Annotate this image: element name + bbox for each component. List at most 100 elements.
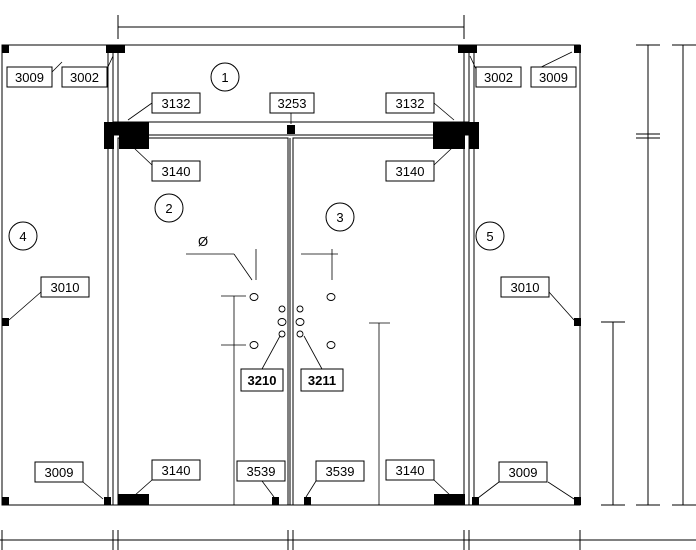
- callout-box: [236, 460, 286, 482]
- callout-3009: 3009: [6, 61, 63, 88]
- callout-leader-line: [261, 480, 275, 498]
- callout-box: [6, 66, 53, 88]
- callout-label: 3009: [509, 465, 538, 480]
- callout-label: 3210: [248, 373, 277, 388]
- callout-box: [269, 92, 315, 114]
- panel-number-circle: [325, 202, 355, 232]
- callout-label: 3253: [278, 96, 307, 111]
- callout-box: [61, 66, 108, 88]
- callout-label: 3140: [162, 164, 191, 179]
- callout-leader: [547, 481, 575, 500]
- outer-frame: [1, 44, 581, 506]
- callout-box: [475, 66, 522, 88]
- panel-number-circle: [8, 221, 38, 251]
- callout-label: 3132: [396, 96, 425, 111]
- top-dimension: [117, 15, 465, 39]
- callout-leader-line: [547, 481, 575, 500]
- callout-leader-line: [303, 335, 323, 370]
- callout-label: 3009: [15, 70, 44, 85]
- panel-number-3: 3: [325, 202, 355, 232]
- callout-3132: 3132: [127, 92, 201, 121]
- callout-label: 3010: [511, 280, 540, 295]
- callout-leader-line: [433, 479, 452, 497]
- callout-3009: 3009: [530, 51, 577, 88]
- callout-label: 3009: [539, 70, 568, 85]
- callout-box: [151, 459, 201, 481]
- callout-label: 3140: [396, 463, 425, 478]
- callout-3009: 3009: [477, 461, 548, 499]
- panel-number-text: 5: [486, 229, 493, 244]
- callout-leader-line: [133, 147, 153, 166]
- callout-leader-line: [106, 55, 114, 70]
- callout-leader-line: [51, 61, 63, 73]
- callout-3010: 3010: [8, 276, 90, 321]
- panel-number-4: 4: [8, 221, 38, 251]
- hardware-blocks: [2, 45, 581, 505]
- callout-box: [498, 461, 548, 483]
- panel-number-circle: [475, 221, 505, 251]
- callout-3140: 3140: [133, 459, 201, 497]
- callout-3211: 3211: [300, 335, 344, 392]
- callout-label: 3539: [326, 464, 355, 479]
- callout-box: [300, 368, 344, 392]
- callout-label: 3132: [162, 96, 191, 111]
- hole-markers: [186, 249, 390, 505]
- callout-box: [385, 160, 435, 182]
- callout-leader-line: [469, 55, 477, 70]
- right-dimension: [601, 44, 696, 506]
- callout-3132: 3132: [385, 92, 455, 121]
- callout-box: [34, 461, 84, 483]
- callout-box: [500, 276, 550, 298]
- callout-label: 3009: [45, 465, 74, 480]
- callout-label: 3002: [70, 70, 99, 85]
- callout-3210: 3210: [240, 335, 284, 392]
- callout-leader-line: [433, 102, 455, 121]
- callout-3539: 3539: [236, 460, 286, 498]
- callout-box: [385, 92, 435, 114]
- panel-number-text: 4: [19, 229, 26, 244]
- callout-leader-line: [433, 147, 453, 166]
- callout-box: [530, 66, 577, 88]
- panel-number-text: 1: [221, 70, 228, 85]
- callout-box: [40, 276, 90, 298]
- callout-3009: 3009: [34, 461, 104, 500]
- panel-number-text: 2: [165, 201, 172, 216]
- bottom-dimension: [0, 530, 696, 550]
- callout-3002: 3002: [469, 55, 522, 88]
- callout-3253: 3253: [269, 92, 315, 124]
- callout-label: 3140: [162, 463, 191, 478]
- callout-box: [385, 459, 435, 481]
- callout-leader-line: [477, 481, 500, 499]
- callout-3010: 3010: [500, 276, 575, 321]
- callout-box: [240, 368, 284, 392]
- callout-leader-line: [261, 335, 281, 370]
- callout-3140: 3140: [385, 459, 452, 497]
- panel-number-text: 3: [336, 210, 343, 225]
- callout-leader-line: [82, 481, 104, 500]
- callout-layer: 3009 3002 3132 3253 3132 3002 3009 3140 3140 3010…: [6, 51, 577, 500]
- callout-box: [315, 460, 365, 482]
- callout-leader-line: [305, 480, 317, 498]
- callout-label: 3002: [484, 70, 513, 85]
- panel-number-5: 5: [475, 221, 505, 251]
- callout-label: 3140: [396, 164, 425, 179]
- callout-leader-line: [133, 479, 153, 497]
- panel-number-circle: [154, 193, 184, 223]
- panel-number-layer: 1 2 3 4 5: [8, 62, 505, 251]
- callout-3539: 3539: [305, 460, 365, 498]
- panel-number-1: 1: [210, 62, 240, 92]
- panel-number-circle: [210, 62, 240, 92]
- diameter-symbol: Ø: [198, 234, 208, 249]
- callout-box: [151, 92, 201, 114]
- callout-label: 3010: [51, 280, 80, 295]
- callout-box: [151, 160, 201, 182]
- callout-3140: 3140: [133, 147, 201, 182]
- callout-leader-line: [8, 291, 42, 321]
- callout-label: 3211: [308, 373, 336, 388]
- callout-3140: 3140: [385, 147, 453, 182]
- callout-3002: 3002: [61, 55, 114, 88]
- panel-number-2: 2: [154, 193, 184, 223]
- callout-leader-line: [548, 291, 575, 321]
